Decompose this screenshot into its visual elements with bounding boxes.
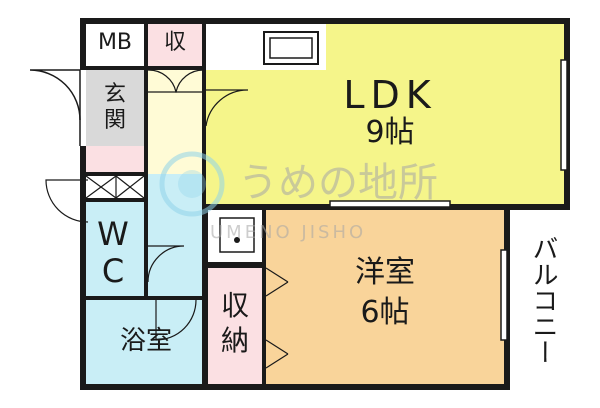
closet-label: 収納 [220,289,249,357]
balcony-label: バルコニー [528,235,558,365]
ldk-size-label: 9帖 [365,115,415,150]
washbasin-area [208,208,264,264]
hall-area [148,70,204,174]
windows [329,59,568,341]
mb-label: MB [97,30,133,55]
storage-top [148,24,202,66]
wc-room [86,202,144,298]
western-room [266,208,504,384]
balcony-area [510,208,568,384]
hall-lower [148,174,204,300]
mb-closet [86,24,144,66]
sink-icon [263,31,319,65]
washbasin-icon [219,217,255,253]
ldk-label: LDK [343,73,437,117]
bath-room [86,300,202,384]
front-door-icon [29,69,81,146]
entrance-area [86,70,144,146]
entrance-label: 玄関 [103,82,126,134]
western-size-label: 6帖 [360,295,410,330]
closet-room [208,268,264,384]
western-label: 洋室 [355,255,415,290]
storage-top-label: 収 [163,30,186,55]
door-swings [45,69,289,369]
entrance-mat [86,146,144,172]
wc-label: WC [97,215,129,290]
pipe-shaft-icon [85,175,145,199]
bath-label: 浴室 [119,326,172,356]
